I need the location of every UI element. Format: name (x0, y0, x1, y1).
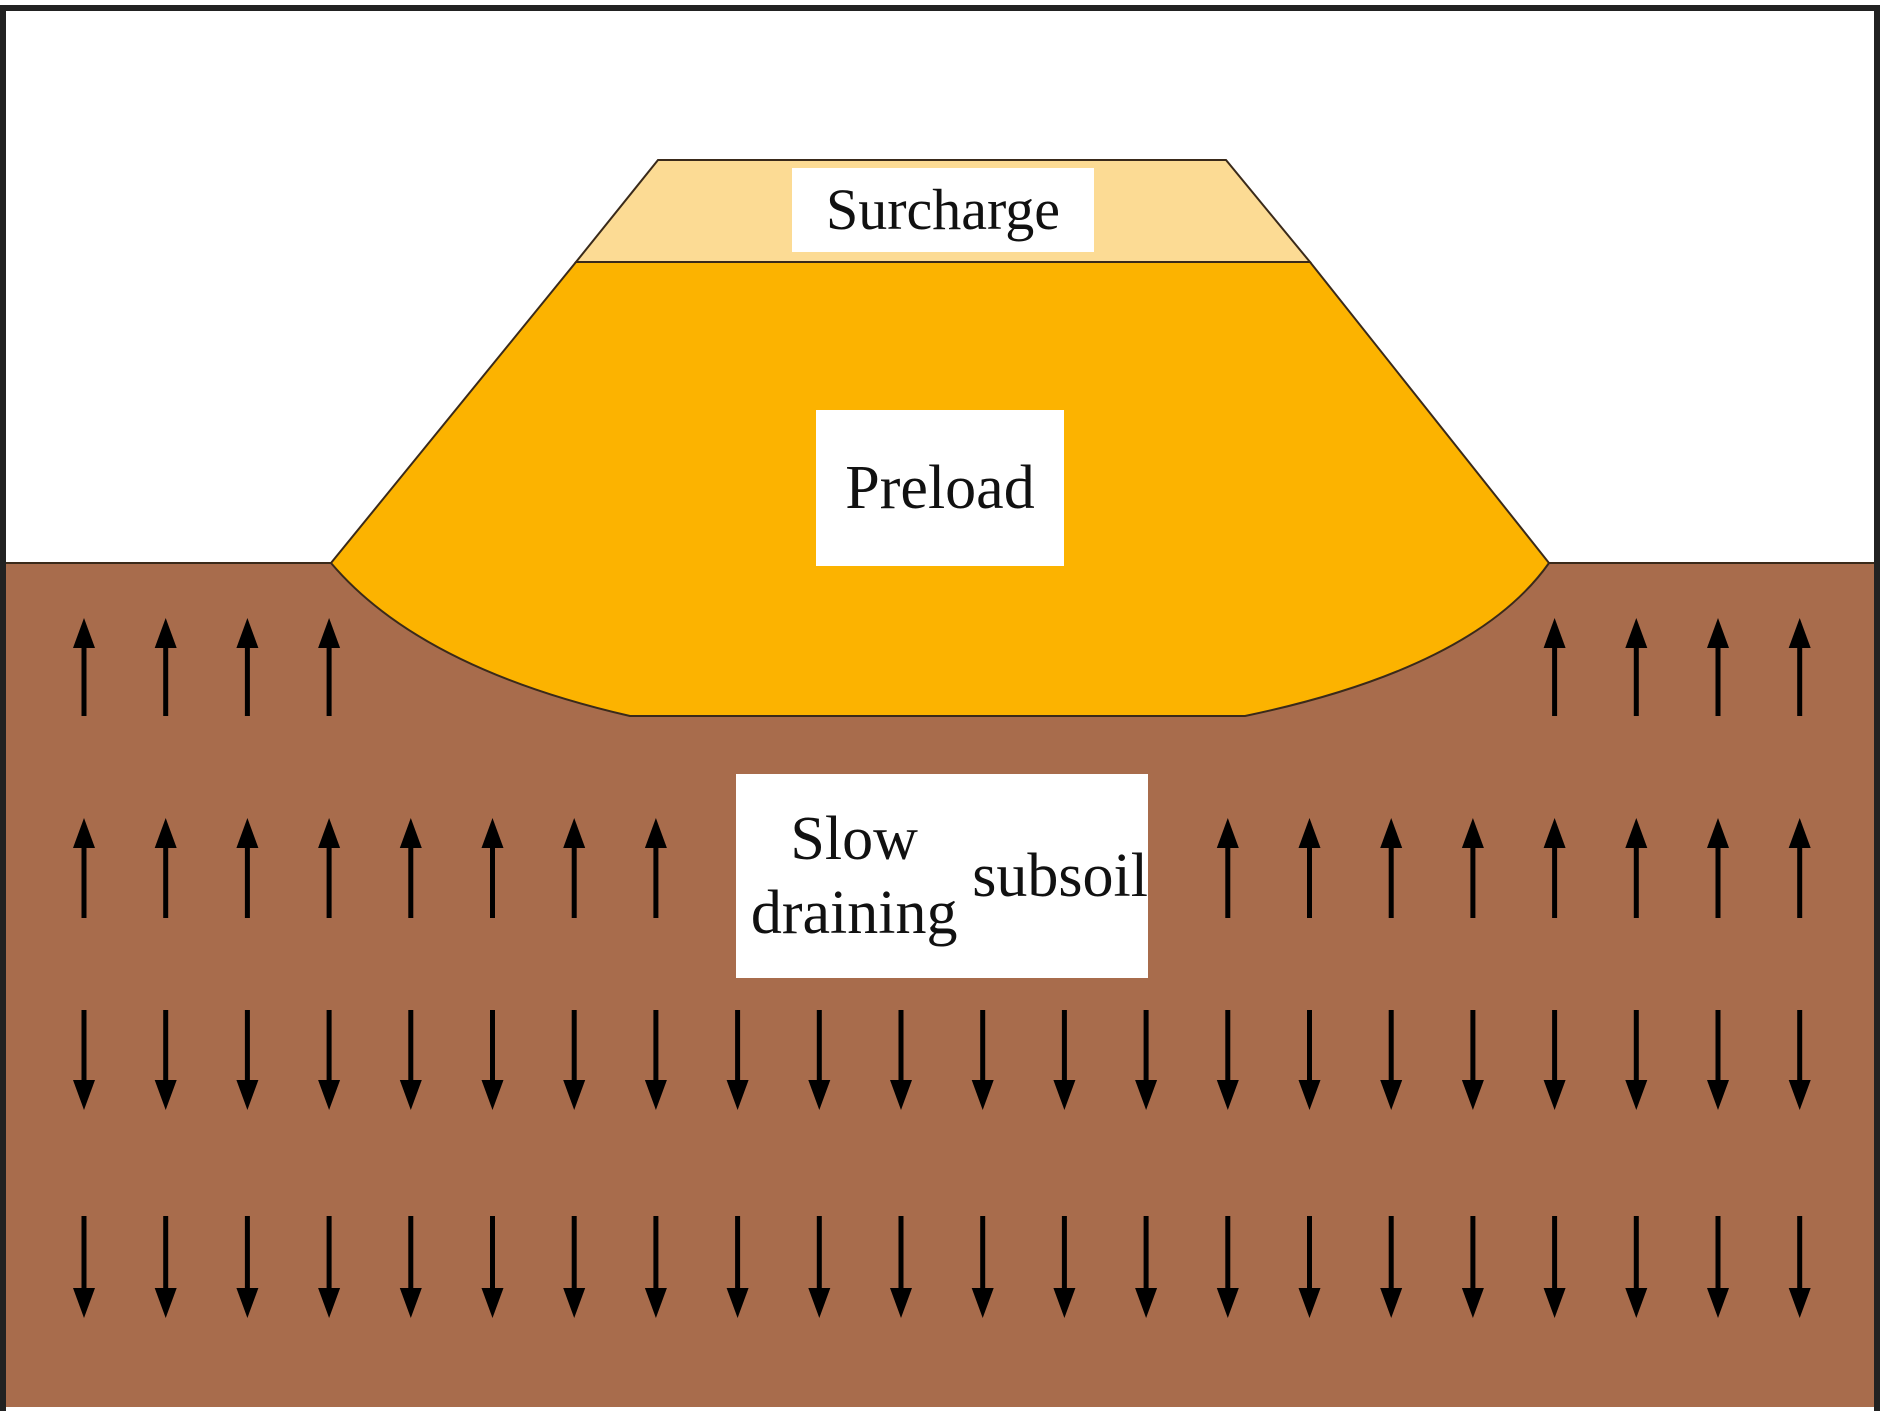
arrow-down-icon (1380, 1010, 1403, 1110)
arrow-up-icon (644, 818, 667, 918)
arrow-down-icon (726, 1216, 749, 1318)
arrow-up-icon (1788, 818, 1811, 918)
arrow-up-icon (1707, 818, 1729, 918)
arrow-down-icon (1625, 1216, 1648, 1318)
arrow-down-icon (644, 1010, 667, 1110)
arrow-down-icon (808, 1010, 831, 1110)
arrow-down-icon (1298, 1010, 1321, 1110)
arrow-up-icon (154, 818, 177, 918)
arrow-down-icon (563, 1010, 586, 1110)
arrow-down-icon (154, 1216, 177, 1318)
arrow-down-icon (1543, 1010, 1566, 1110)
subsoil-label-line2: subsoil (972, 841, 1148, 910)
arrow-up-icon (1543, 818, 1566, 918)
arrow-up-icon (1625, 818, 1648, 918)
surcharge-label: Surcharge (792, 168, 1094, 252)
arrow-down-icon (236, 1010, 259, 1110)
arrow-down-icon (1788, 1216, 1811, 1318)
subsoil-label-line1: Slow draining (750, 804, 958, 947)
arrow-down-icon (399, 1216, 422, 1318)
arrow-up-icon (1543, 618, 1566, 716)
arrow-down-icon (1625, 1010, 1648, 1110)
arrow-up-icon (236, 818, 259, 918)
arrow-down-icon (1788, 1010, 1811, 1110)
arrow-up-icon (1380, 818, 1403, 918)
arrow-up-icon (1625, 618, 1648, 716)
arrow-up-icon (318, 818, 341, 918)
arrow-down-icon (481, 1216, 504, 1318)
arrow-down-icon (1380, 1216, 1403, 1318)
arrow-up-icon (1216, 818, 1239, 918)
arrow-down-icon (1461, 1216, 1484, 1318)
arrow-down-icon (1216, 1010, 1239, 1110)
arrow-down-icon (971, 1216, 994, 1318)
arrow-up-icon (563, 818, 586, 918)
preload-label: Preload (816, 410, 1064, 566)
arrow-down-icon (563, 1216, 586, 1318)
arrow-down-icon (318, 1216, 341, 1318)
arrow-down-icon (399, 1010, 422, 1110)
arrow-down-icon (890, 1216, 912, 1318)
arrow-down-icon (236, 1216, 259, 1318)
arrow-up-icon (399, 818, 422, 918)
arrow-down-icon (890, 1010, 912, 1110)
arrow-down-icon (1707, 1216, 1729, 1318)
arrow-down-icon (1543, 1216, 1566, 1318)
arrow-down-icon (318, 1010, 341, 1110)
arrow-down-icon (1216, 1216, 1239, 1318)
subsoil-label: Slow draining subsoil (736, 774, 1148, 978)
arrow-up-icon (1788, 618, 1811, 716)
arrow-down-icon (726, 1010, 749, 1110)
arrow-up-icon (1461, 818, 1484, 918)
arrow-down-icon (808, 1216, 831, 1318)
arrow-down-icon (1053, 1010, 1076, 1110)
arrow-down-icon (154, 1010, 177, 1110)
arrow-down-icon (73, 1216, 95, 1318)
arrow-up-icon (154, 618, 177, 716)
arrow-down-icon (1298, 1216, 1321, 1318)
arrow-down-icon (1135, 1010, 1158, 1110)
arrow-down-icon (73, 1010, 95, 1110)
arrow-down-icon (1461, 1010, 1484, 1110)
arrow-down-icon (971, 1010, 994, 1110)
arrow-down-icon (1053, 1216, 1076, 1318)
arrow-down-icon (644, 1216, 667, 1318)
arrow-up-icon (73, 618, 95, 716)
arrow-up-icon (1707, 618, 1729, 716)
pore-water-flow-arrows (73, 618, 1811, 1318)
arrow-up-icon (1298, 818, 1321, 918)
arrow-up-icon (73, 818, 95, 918)
arrow-down-icon (481, 1010, 504, 1110)
arrow-up-icon (481, 818, 504, 918)
arrow-down-icon (1135, 1216, 1158, 1318)
image-frame (0, 5, 1880, 1411)
arrow-down-icon (1707, 1010, 1729, 1110)
arrow-up-icon (236, 618, 259, 716)
arrow-up-icon (318, 618, 341, 716)
